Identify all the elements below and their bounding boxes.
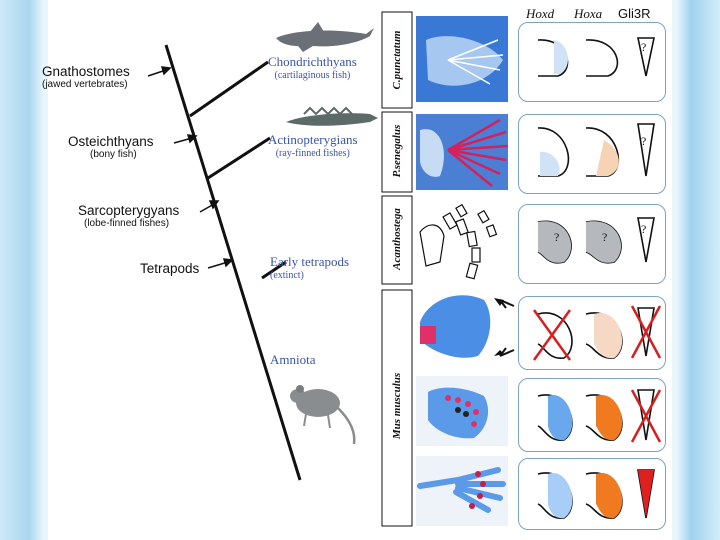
- hoxd-fill-row5: [548, 394, 573, 441]
- limb-image-mouse-early: [420, 295, 515, 358]
- arrow-sarcopterygyans: [199, 200, 220, 213]
- expression-row-acanthostega: [518, 204, 666, 284]
- group-osteichthyans: Osteichthyans (bony fish): [68, 134, 154, 160]
- phylogeny-tree: [147, 11, 662, 527]
- hoxa-fill-row5: [596, 394, 623, 441]
- unknown-mark: ?: [641, 134, 647, 148]
- hoxd-fills: [554, 40, 568, 74]
- taxon-amniota: Amniota: [270, 352, 316, 368]
- taxon-early-tetrapods: Early tetrapods (extinct): [270, 254, 349, 281]
- slide: Hoxd Hoxa Gli3R ? ? ? ? ? Gnathostomes (…: [42, 0, 672, 540]
- species-frame-acanthostega: [381, 195, 413, 285]
- group-sarcopterygyans: Sarcopterygyans (lobe-finned fishes): [78, 203, 179, 229]
- hoxa-fill-row6: [596, 472, 623, 519]
- taxon-actinopterygians: Actinopterygians (ray-finned fishes): [268, 132, 358, 159]
- species-c-punctatum: C.punctatum: [391, 30, 403, 90]
- taxon-name: Chondrichthyans: [268, 54, 357, 69]
- limb-image-acanthostega: [419, 203, 498, 280]
- expression-row-mouse-mid: [518, 378, 666, 452]
- species-frame-c-punctatum: [381, 11, 413, 109]
- red-cross-marks: [532, 305, 662, 443]
- shark-icon: [276, 22, 374, 52]
- bichir-icon: [286, 106, 378, 126]
- column-header-hoxd: Hoxd: [526, 6, 555, 21]
- arrow-tetrapods: [207, 258, 234, 269]
- group-note: (jawed vertebrates): [42, 79, 128, 90]
- group-tetrapods: Tetrapods: [140, 261, 199, 276]
- tree-trunk: [164, 44, 302, 481]
- limb-image-mouse-mid: [416, 376, 508, 446]
- limb-image-mouse-late: [416, 456, 508, 526]
- expression-row-p-senegalus: [518, 114, 666, 194]
- species-frame-p-senegalus: [381, 111, 413, 193]
- fin-image-p-senegalus: [416, 114, 509, 190]
- unknown-mark: ?: [554, 230, 560, 244]
- taxon-chondrichthyans: Chondrichthyans (cartilaginous fish): [268, 54, 357, 81]
- species-acanthostega: Acanthostega: [391, 208, 403, 270]
- taxon-name: Actinopterygians: [268, 132, 358, 147]
- mouse-icon: [290, 385, 356, 445]
- species-p-senegalus: P.senegalus: [391, 124, 403, 178]
- taxon-name: Amniota: [270, 352, 316, 367]
- branch-chondrichthyans: [189, 60, 269, 118]
- branch-actinopterygians: [207, 136, 271, 180]
- taxon-note: (ray-finned fishes): [275, 148, 350, 159]
- gli3r-fill-row6: [638, 470, 654, 518]
- fin-image-c-punctatum: [416, 16, 508, 102]
- species-frame-mus-musculus: [381, 289, 413, 527]
- column-header-gli3r: Gli3R: [618, 6, 651, 21]
- expression-row-mouse-early: [518, 296, 666, 370]
- hoxa-fills-row2: [596, 140, 619, 176]
- taxon-note: (cartilaginous fish): [274, 70, 351, 81]
- hoxd-fill-row6: [548, 472, 573, 519]
- group-name: Osteichthyans: [68, 134, 154, 149]
- group-note: (bony fish): [90, 149, 137, 160]
- column-header-hoxa: Hoxa: [574, 6, 603, 21]
- taxon-note: (extinct): [270, 270, 304, 281]
- group-name: Gnathostomes: [42, 64, 130, 79]
- expression-row-mouse-late: [518, 458, 666, 530]
- arrow-osteichthyans: [173, 134, 198, 144]
- group-gnathostomes: Gnathostomes (jawed vertebrates): [42, 64, 130, 90]
- species-mus-musculus: Mus musculus: [391, 372, 403, 440]
- unknown-mark: ?: [602, 230, 608, 244]
- group-name: Sarcopterygyans: [78, 203, 180, 218]
- unknown-mark: ?: [641, 40, 647, 54]
- hoxa-fill-row4: [594, 312, 623, 359]
- hoxd-fills-row2: [540, 151, 560, 176]
- gray-fills-row3: [538, 221, 622, 263]
- taxon-name: Early tetrapods: [270, 254, 350, 269]
- group-note: (lobe-finned fishes): [84, 218, 170, 229]
- unknown-mark: ?: [641, 222, 647, 236]
- expression-row-c-punctatum: [518, 22, 666, 102]
- arrow-gnathostomes: [147, 66, 172, 77]
- group-name: Tetrapods: [140, 261, 200, 276]
- branch-early-tetrapods: [261, 260, 287, 280]
